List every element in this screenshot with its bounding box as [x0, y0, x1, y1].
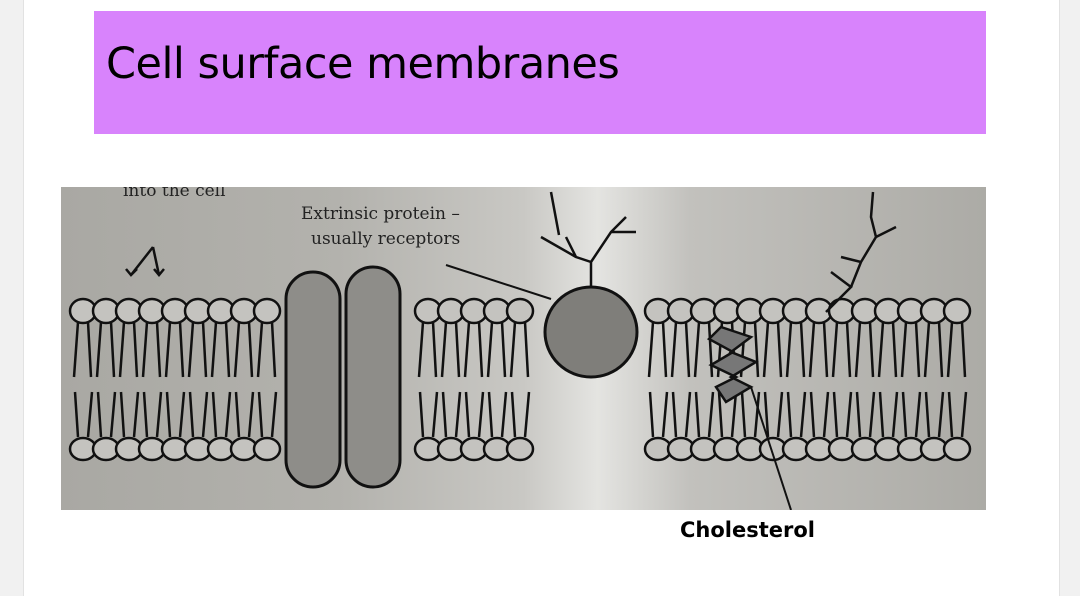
phospholipid-tail — [234, 391, 255, 438]
phospholipid-tail — [417, 321, 438, 378]
phospholipid-tail — [946, 321, 967, 378]
phospholipid-tail — [647, 321, 668, 378]
phospholipid-tail — [670, 321, 691, 378]
phospholipid-tail — [694, 391, 715, 438]
phospholipid-tail — [211, 391, 232, 438]
phospholipid-tail — [693, 321, 714, 378]
intrinsic-protein — [344, 265, 402, 489]
phospholipid-head — [942, 436, 972, 462]
phospholipid-tail — [763, 391, 784, 438]
phospholipid-tail — [486, 321, 507, 378]
phospholipid-tail — [786, 391, 807, 438]
phospholipid-tail — [464, 391, 485, 438]
membrane-drawing — [68, 191, 972, 510]
phospholipid-tail — [441, 391, 462, 438]
phospholipid-tail — [854, 321, 875, 378]
phospholipid-head — [505, 297, 535, 325]
phospholipid-head — [252, 436, 282, 462]
title-banner: Cell surface membranes — [94, 11, 986, 134]
phospholipid-tail — [164, 321, 185, 378]
cholesterol-label: Cholesterol — [680, 518, 815, 542]
extrinsic-protein — [543, 285, 639, 379]
phospholipid-tail — [95, 321, 116, 378]
phospholipid-tail — [256, 321, 277, 378]
phospholipid-tail — [188, 391, 209, 438]
cholesterol-molecule — [706, 325, 759, 404]
phospholipid-tail — [73, 391, 94, 438]
phospholipid-tail — [923, 321, 944, 378]
phospholipid-head — [942, 297, 972, 325]
phospholipid-tail — [440, 321, 461, 378]
phospholipid-tail — [233, 321, 254, 378]
phospholipid-tail — [671, 391, 692, 438]
phospholipid-tail — [877, 321, 898, 378]
phospholipid-tail — [785, 321, 806, 378]
phospholipid-tail — [119, 391, 140, 438]
extrinsic-label-2: usually receptors — [311, 229, 461, 249]
extrinsic-pointer-line — [445, 264, 552, 300]
membrane-diagram-photo: into the cell Extrinsic protein – usuall… — [61, 187, 986, 510]
phospholipid-tail — [809, 391, 830, 438]
phospholipid-tail — [141, 321, 162, 378]
phospholipid-tail — [947, 391, 968, 438]
phospholipid-tail — [142, 391, 163, 438]
phospholipid-tail — [72, 321, 93, 378]
phospholipid-tail — [509, 321, 530, 378]
phospholipid-tail — [762, 321, 783, 378]
extrinsic-label-1: Extrinsic protein – — [301, 204, 460, 224]
phospholipid-tail — [808, 321, 829, 378]
phospholipid-tail — [717, 391, 738, 438]
into-cell-text: into the cell — [123, 187, 226, 201]
phospholipid-tail — [832, 391, 853, 438]
phospholipid-tail — [96, 391, 117, 438]
glycoprotein-chain — [540, 191, 636, 287]
phospholipid-tail — [900, 321, 921, 378]
phospholipid-tail — [855, 391, 876, 438]
phospholipid-tail — [187, 321, 208, 378]
intrinsic-protein — [284, 270, 342, 489]
phospholipid-tail — [831, 321, 852, 378]
phospholipid-tail — [878, 391, 899, 438]
phospholipid-tail — [418, 391, 439, 438]
slide-title: Cell surface membranes — [106, 39, 620, 89]
arrow-pair — [125, 246, 165, 277]
glycolipid-chain — [825, 191, 897, 313]
phospholipid-head — [505, 436, 535, 462]
phospholipid-tail — [210, 321, 231, 378]
phospholipid-tail — [118, 321, 139, 378]
phospholipid-head — [252, 297, 282, 325]
phospholipid-tail — [487, 391, 508, 438]
phospholipid-tail — [257, 391, 278, 438]
phospholipid-tail — [165, 391, 186, 438]
cholesterol-pointer-line — [750, 386, 792, 510]
phospholipid-tail — [463, 321, 484, 378]
phospholipid-tail — [510, 391, 531, 438]
phospholipid-tail — [901, 391, 922, 438]
phospholipid-tail — [648, 391, 669, 438]
phospholipid-tail — [740, 391, 761, 438]
phospholipid-tail — [924, 391, 945, 438]
